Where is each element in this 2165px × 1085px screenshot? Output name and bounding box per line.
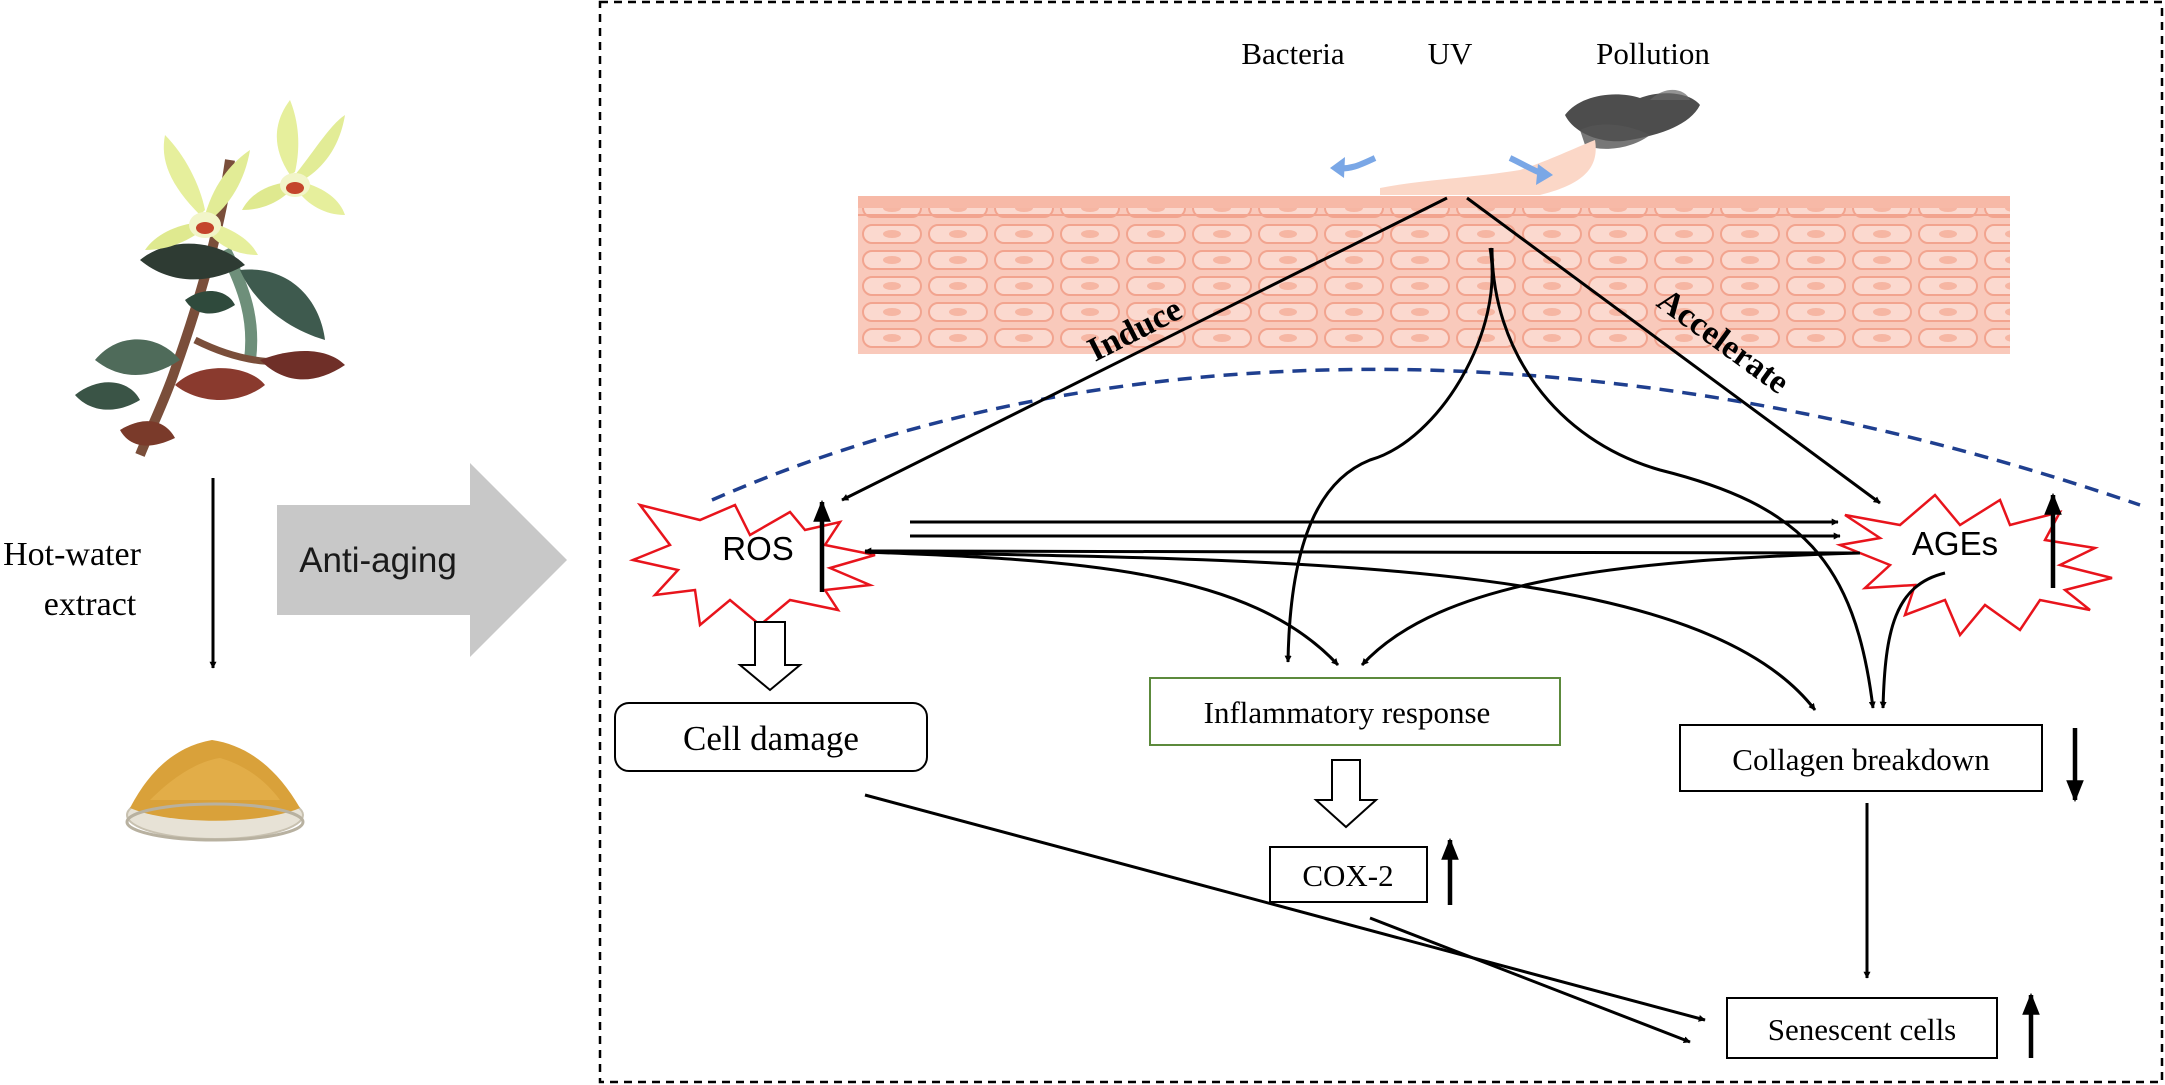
senescent-cells-box <box>1726 997 1998 1059</box>
ages-to-inflammatory-arrow <box>1360 551 1861 667</box>
dermis-boundary-curve <box>711 367 2141 507</box>
inflammatory-response-label: Inflammatory response <box>1204 695 1491 730</box>
ages-to-collagen-arrow <box>1879 571 1946 709</box>
inflammatory-response-box <box>1149 677 1561 746</box>
skin-tissue-image <box>858 140 2010 354</box>
ros-starburst <box>628 502 876 628</box>
extract-powder-image <box>125 740 305 842</box>
ros-to-inflammatory-arrow <box>864 550 1340 667</box>
ages-label: AGEs <box>1912 525 1998 562</box>
cox2-to-senescent-arrow <box>1369 916 1691 1044</box>
ros-to-cell-damage-hollow-arrow <box>737 621 803 692</box>
collagen-breakdown-box <box>1679 724 2043 792</box>
cell-damage-to-senescent-arrow <box>864 793 1706 1022</box>
accelerate-arrow <box>1466 196 1881 505</box>
ros-label: ROS <box>722 530 794 567</box>
mechanism-panel-border <box>598 0 2164 1084</box>
process-label-line1: Hot-water <box>3 536 142 573</box>
ages-to-ros-arrow <box>864 547 1856 555</box>
skin-to-collagen-arrow <box>1490 247 1876 709</box>
collagen-breakdown-label: Collagen breakdown <box>1732 742 1990 777</box>
cox2-box <box>1269 846 1428 903</box>
cell-damage-box <box>614 702 928 772</box>
stressor-pollution: Pollution <box>1596 36 1710 71</box>
cox2-label: COX-2 <box>1302 858 1393 893</box>
anti-aging-label: Anti-aging <box>299 541 457 580</box>
induce-arrow <box>841 196 1448 502</box>
ros-to-collagen-arrow <box>864 550 1817 711</box>
skin-to-inflammatory-arrow <box>1284 247 1494 663</box>
anti-aging-big-arrow <box>277 463 567 657</box>
process-label-line2: extract <box>44 586 137 623</box>
ages-starburst <box>1835 493 2113 638</box>
inflammatory-to-cox2-hollow-arrow <box>1313 759 1379 829</box>
pollution-smoke-image <box>1565 89 1700 149</box>
senescent-cells-label: Senescent cells <box>1768 1012 1957 1047</box>
stressor-uv: UV <box>1428 36 1473 71</box>
stressor-bacteria: Bacteria <box>1241 36 1345 71</box>
dendrobium-plant-image <box>75 100 345 457</box>
cell-damage-label: Cell damage <box>683 719 859 758</box>
